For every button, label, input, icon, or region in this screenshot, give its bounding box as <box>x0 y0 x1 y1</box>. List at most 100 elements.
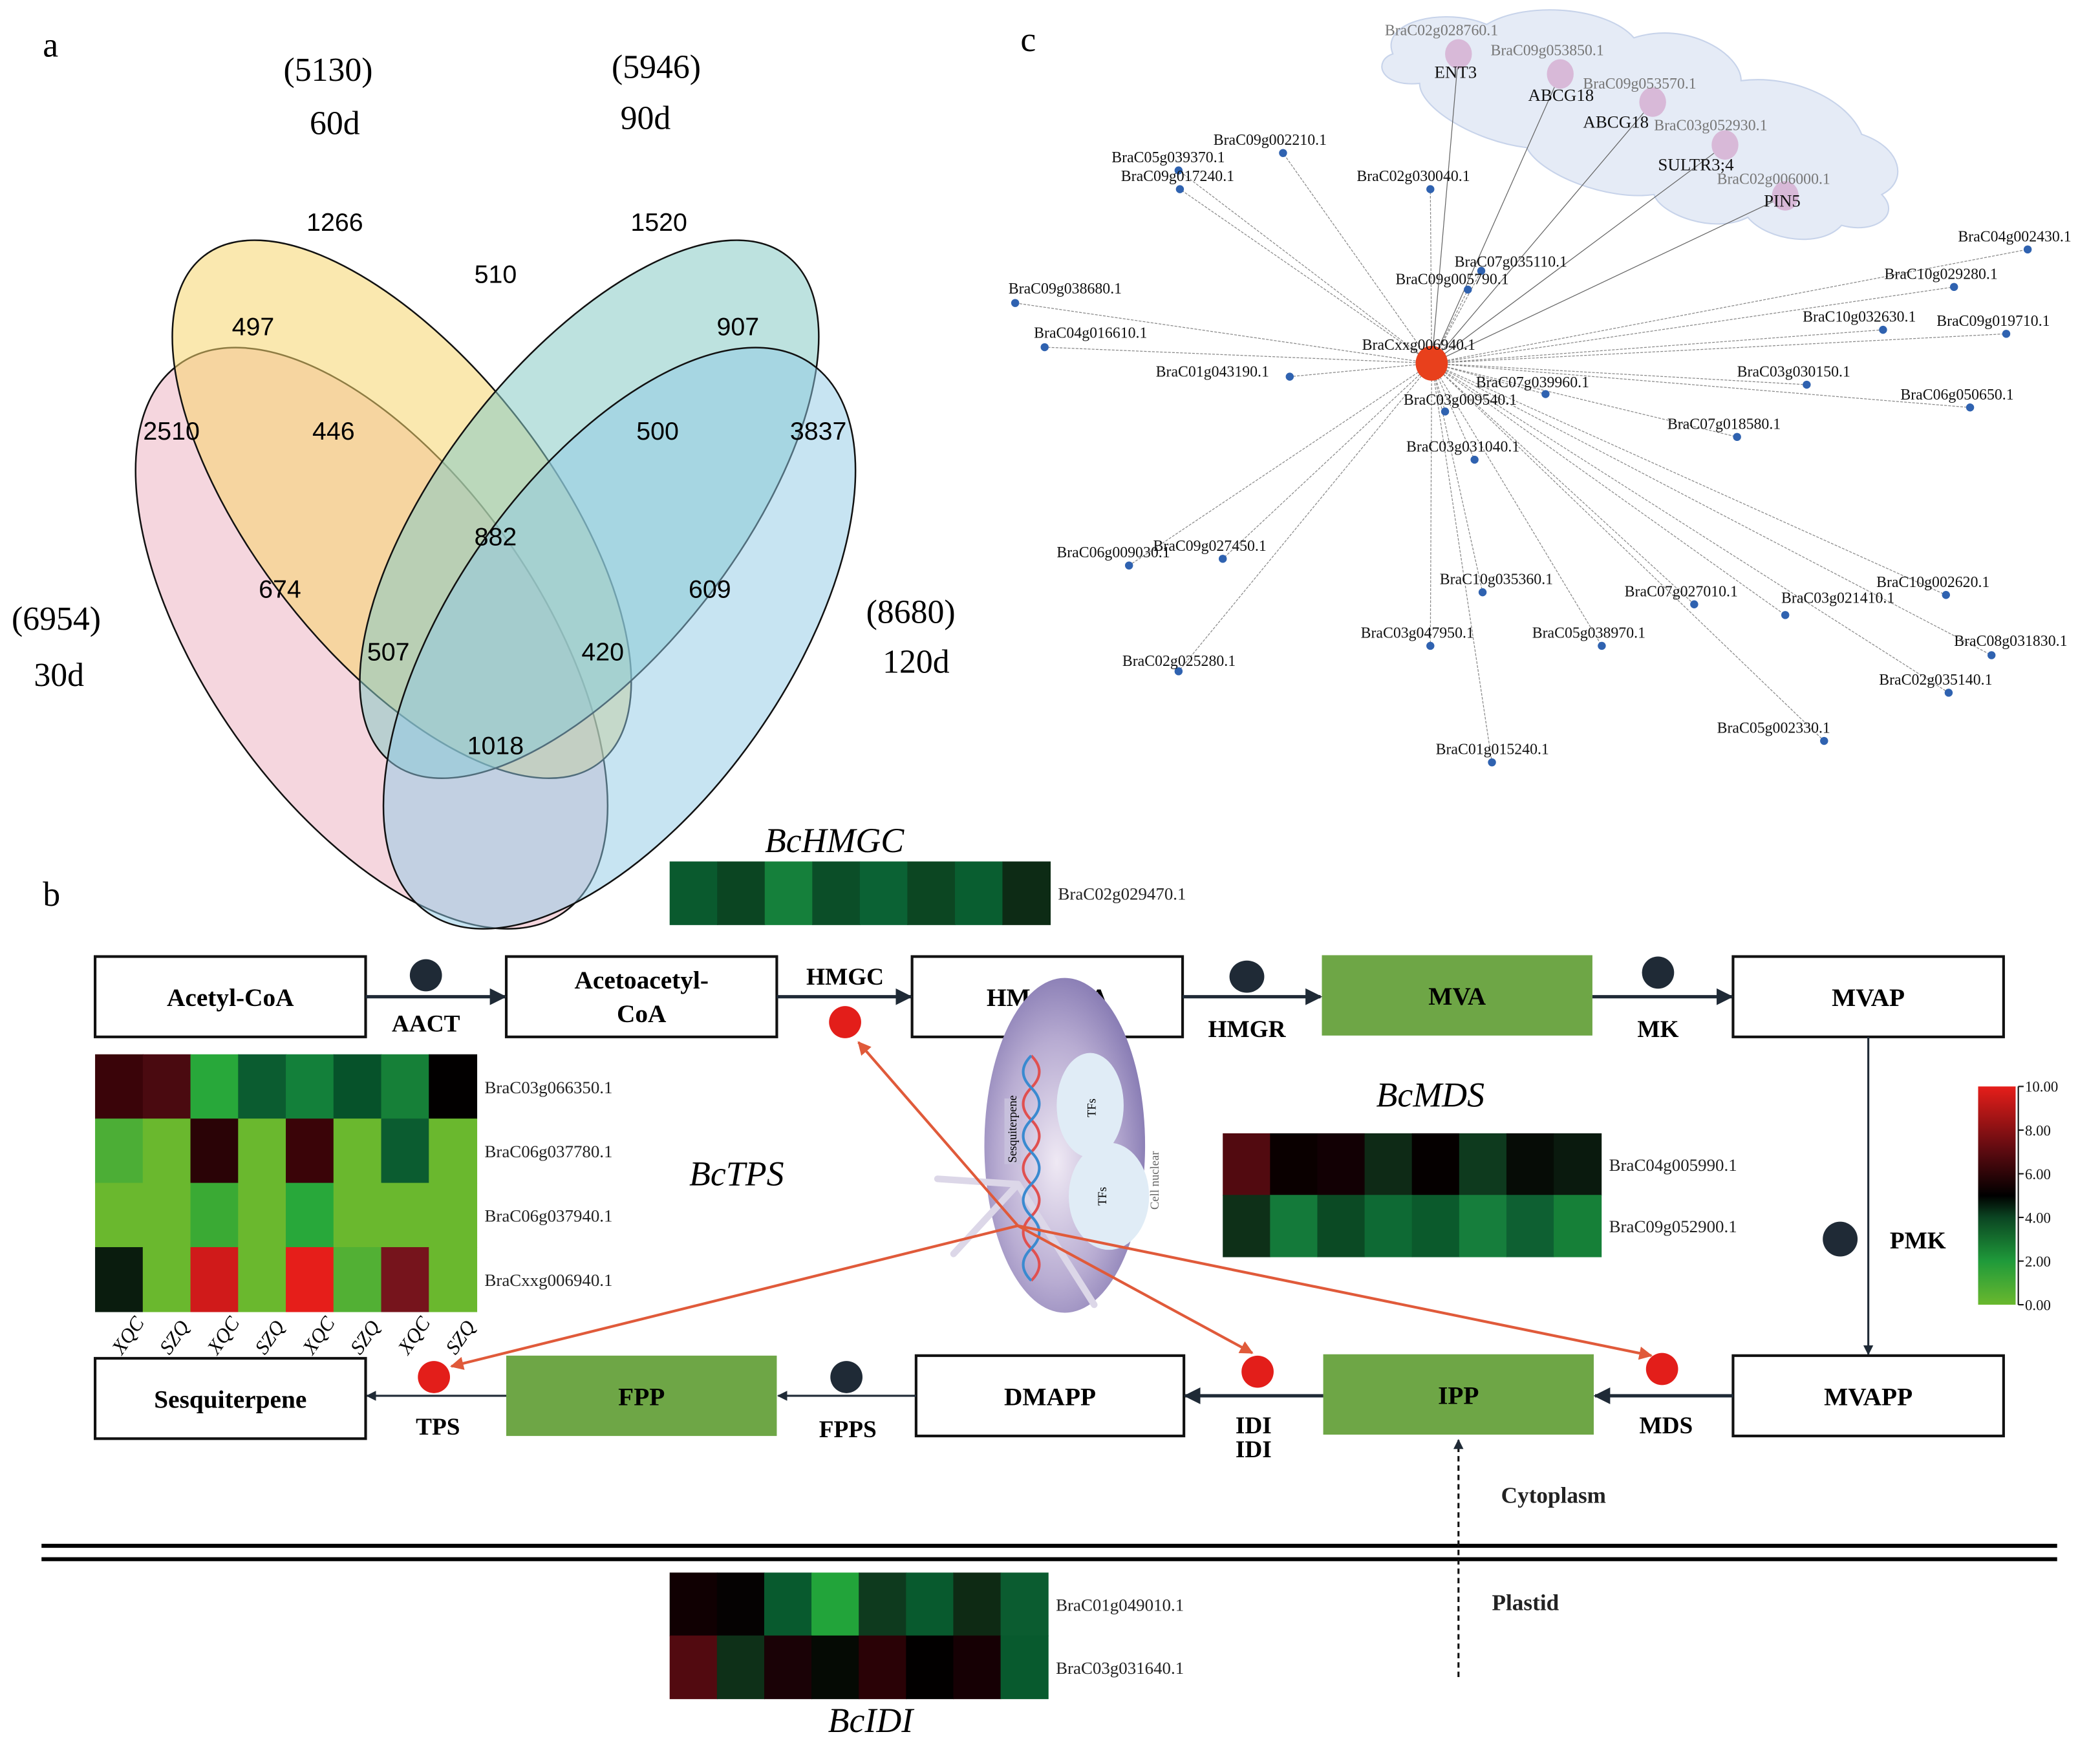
network-node-label: BraC03g047950.1 <box>1361 625 1474 642</box>
network-node[interactable] <box>1426 641 1435 650</box>
network-node-transporter[interactable] <box>1711 130 1739 160</box>
metabolite-acetyl-coa: Acetyl-CoA <box>94 955 367 1038</box>
venn-name-30d: 30d <box>34 657 84 694</box>
network-node[interactable] <box>1174 667 1183 676</box>
heatmap-cell <box>953 1635 1002 1700</box>
network-hub-node[interactable] <box>1415 345 1448 381</box>
heatmap-cell <box>764 861 813 925</box>
network-node-transporter[interactable] <box>1772 181 1799 211</box>
network-node[interactable] <box>1541 390 1550 398</box>
enzyme-label-fpps: FPPS <box>819 1417 877 1443</box>
tf-label: TFs <box>1085 1098 1098 1117</box>
heatmap-cell <box>286 1247 334 1312</box>
network-node-transporter[interactable] <box>1445 39 1472 69</box>
panel-letter-c: c <box>1020 20 1036 59</box>
network-node[interactable] <box>1219 555 1227 563</box>
venn-name-60d: 60d <box>310 105 360 142</box>
heatmap-column-label: XQC <box>297 1312 339 1360</box>
nucleus-product-label: Sesquiterpene <box>1006 1095 1020 1162</box>
heatmap-cell <box>954 861 1003 925</box>
network-edge <box>1431 249 2028 364</box>
network-node[interactable] <box>1174 166 1183 175</box>
network-node-transporter[interactable] <box>1639 87 1666 117</box>
network-node-transporter[interactable] <box>1547 59 1574 89</box>
svg-text:MVA: MVA <box>1428 982 1486 1011</box>
heatmap-column-label: SZQ <box>345 1316 384 1358</box>
heatmap-column-label: SZQ <box>155 1316 193 1358</box>
network-node[interactable] <box>1879 325 1887 334</box>
network-node[interactable] <box>1950 283 1958 292</box>
heatmap-row-label: BraC06g037940.1 <box>484 1206 612 1226</box>
heatmap-cell <box>811 1572 860 1636</box>
enzyme-dot-mk <box>1642 956 1675 989</box>
network-node[interactable] <box>1477 266 1486 275</box>
network-node-label: BraC10g032630.1 <box>1803 309 1916 326</box>
venn-count: 446 <box>312 417 355 445</box>
heatmap-colorbar: 10.008.006.004.002.000.00 <box>1978 1079 2058 1313</box>
venn-count: 1266 <box>306 208 363 237</box>
network-node[interactable] <box>1285 372 1294 381</box>
network-node[interactable] <box>1441 407 1450 416</box>
heatmap-cell <box>238 1118 287 1184</box>
venn-total-60d: (5130) <box>283 52 372 89</box>
heatmap-cell <box>190 1182 239 1248</box>
heatmap-cell <box>381 1182 430 1248</box>
heatmap-cell <box>1554 1133 1602 1196</box>
network-edge <box>1128 363 1432 566</box>
network-node[interactable] <box>1426 185 1435 193</box>
heatmap-cell <box>429 1182 478 1248</box>
network-edge <box>1431 363 1949 693</box>
heatmap-cell <box>811 1635 860 1700</box>
network-node[interactable] <box>1470 455 1479 464</box>
network-node[interactable] <box>1040 343 1049 352</box>
network-node[interactable] <box>1988 651 1996 659</box>
network-node[interactable] <box>1598 641 1606 650</box>
heatmap-cell <box>1000 1572 1049 1636</box>
heatmap-cell <box>429 1118 478 1184</box>
svg-text:FPP: FPP <box>618 1382 665 1411</box>
network-node[interactable] <box>1464 285 1472 294</box>
heatmap-cell <box>717 861 766 925</box>
network-node[interactable] <box>1690 600 1698 608</box>
network-edge <box>1431 363 1737 438</box>
network-edge <box>1431 102 1653 364</box>
network-node[interactable] <box>1820 736 1828 745</box>
network-node[interactable] <box>1478 588 1487 597</box>
network-node[interactable] <box>1733 433 1741 442</box>
network-node[interactable] <box>1966 403 1975 412</box>
heatmap-cell <box>716 1635 765 1700</box>
panel-letter-b: b <box>43 875 60 914</box>
network-node[interactable] <box>1175 185 1184 193</box>
network-node[interactable] <box>1803 380 1811 389</box>
heatmap-cell <box>1364 1133 1413 1196</box>
network-node[interactable] <box>1125 561 1133 570</box>
network-node-label: BraC10g035360.1 <box>1440 572 1553 588</box>
heatmap-cell <box>906 1635 954 1700</box>
heatmap-row-label: BraC01g049010.1 <box>1056 1595 1184 1614</box>
network-edge <box>1431 363 1971 408</box>
metabolite-ipp: IPP <box>1323 1354 1594 1435</box>
network-edge <box>1431 74 1561 364</box>
network-node[interactable] <box>1279 149 1287 157</box>
network-node[interactable] <box>2002 330 2011 338</box>
heatmap-cell <box>906 1572 954 1636</box>
network-edge <box>1431 363 1825 742</box>
heatmap-title-hmgc: BcHMGC <box>765 821 905 860</box>
venn-count: 3837 <box>790 417 847 445</box>
svg-text:Acetyl-CoA: Acetyl-CoA <box>167 983 294 1012</box>
network-node-label: BraC02g028760.1 <box>1385 22 1498 39</box>
network-node[interactable] <box>1942 591 1950 599</box>
network-node[interactable] <box>1944 689 1953 697</box>
heatmap-cell <box>142 1247 191 1312</box>
network-gene-name: ENT3 <box>1435 63 1477 82</box>
network-edge <box>1015 303 1432 364</box>
heatmap-cell <box>381 1247 430 1312</box>
metabolite-mvap: MVAP <box>1731 955 2005 1038</box>
network-node[interactable] <box>2023 245 2032 254</box>
heatmap-cell <box>429 1247 478 1312</box>
network-node[interactable] <box>1488 758 1496 767</box>
venn-count: 497 <box>232 312 275 341</box>
network-node[interactable] <box>1781 611 1790 619</box>
network-node[interactable] <box>1011 299 1020 307</box>
